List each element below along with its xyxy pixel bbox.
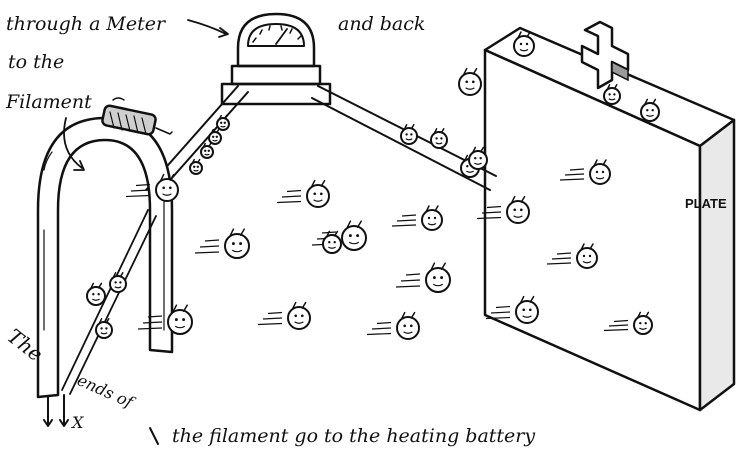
meter-pointer-arrow <box>187 19 229 38</box>
electron-creature <box>216 114 230 131</box>
plus-terminal-icon <box>580 20 630 90</box>
electron-creature <box>430 128 448 149</box>
electron-creature <box>125 173 179 202</box>
electron-creature <box>603 84 621 105</box>
electron-creature <box>194 228 250 259</box>
electron-creature <box>137 304 193 335</box>
electron-creature <box>640 98 660 122</box>
electron-creature <box>109 272 127 293</box>
electron-creature <box>603 311 653 335</box>
meter <box>220 12 332 106</box>
electron-creature <box>257 301 311 330</box>
label-filament: Filament <box>5 91 92 113</box>
electron-creature <box>95 318 113 339</box>
label-and-back: and back <box>338 13 425 35</box>
electron-creature <box>391 205 443 231</box>
label-to-the: to the <box>8 51 64 73</box>
filament-spark <box>112 97 125 101</box>
dash-mark <box>149 427 159 445</box>
electron-creature <box>189 158 203 175</box>
electron-creature <box>366 311 420 340</box>
filament: X <box>36 116 174 432</box>
electron-creatures <box>86 31 660 340</box>
electron-creature <box>546 243 598 269</box>
electron-creature <box>468 146 488 170</box>
electron-creature <box>485 295 539 324</box>
x-mark: X <box>70 413 84 432</box>
electron-creature <box>400 124 418 145</box>
electron-creature <box>86 282 106 306</box>
electron-creature <box>200 142 214 159</box>
meter-needle <box>275 28 288 45</box>
electron-creature <box>513 31 535 57</box>
label-through-meter: through a Meter <box>6 13 167 35</box>
electron-creature <box>476 195 530 224</box>
electron-creature <box>395 262 451 293</box>
electron-creature <box>276 179 330 208</box>
label-ends-of: ends of <box>74 370 138 413</box>
electron-creature <box>208 128 222 145</box>
electron-creature <box>458 67 482 96</box>
electron-creature <box>559 159 611 185</box>
label-filament-battery: the filament go to the heating battery <box>172 425 535 447</box>
plate-label: PLATE <box>685 196 727 211</box>
electron-creature <box>322 230 342 254</box>
filament-pointer-arrow <box>63 117 85 171</box>
filament-heater-bar <box>101 104 173 136</box>
